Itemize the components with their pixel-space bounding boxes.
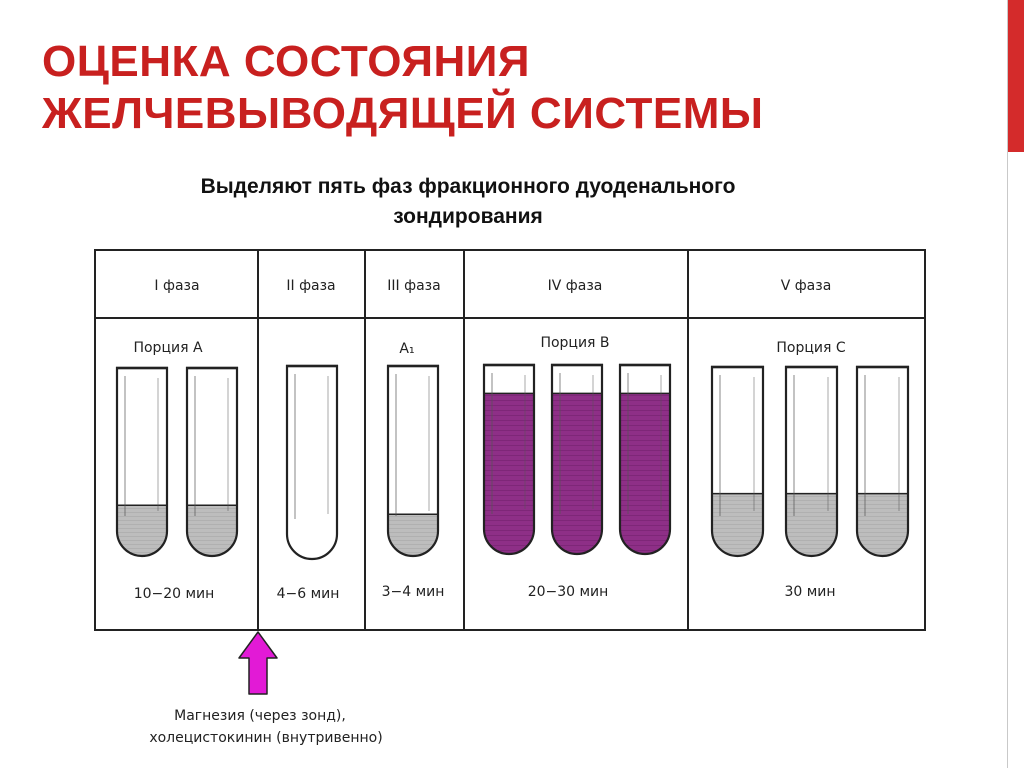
- tube-outline: [185, 366, 239, 558]
- test-tubes: [115, 363, 910, 561]
- test-tube: [386, 364, 440, 558]
- phase-1-header: I фаза: [154, 278, 199, 294]
- phase-3-portion-label: A₁: [399, 341, 414, 357]
- phase-table: [94, 249, 926, 631]
- table-border: [94, 249, 926, 631]
- test-tube: [185, 366, 239, 558]
- accent-bar-red: [1008, 0, 1024, 152]
- phase-1-portion-label: Порция A: [133, 340, 202, 356]
- phase-4-header: IV фаза: [548, 278, 603, 294]
- phase-4-portion-label: Порция B: [540, 335, 609, 351]
- tube-glass: [287, 366, 337, 559]
- tube-outline: [115, 366, 169, 558]
- test-tube: [855, 365, 910, 558]
- phase-5-portion-label: Порция C: [776, 340, 845, 356]
- subtitle-line-2: зондирования: [393, 205, 543, 228]
- tube-outline: [710, 365, 765, 558]
- subtitle-line-1: Выделяют пять фаз фракционного дуоденаль…: [200, 175, 736, 198]
- phase-4-duration: 20−30 мин: [528, 584, 609, 600]
- tube-outline: [386, 364, 440, 558]
- tube-outline: [784, 365, 839, 558]
- tube-outline: [618, 363, 672, 556]
- tube-outline: [482, 363, 536, 556]
- phase-2-header: II фаза: [286, 278, 335, 294]
- slide-title: ОЦЕНКА СОСТОЯНИЯ ЖЕЛЧЕВЫВОДЯЩЕЙ СИСТЕМЫ: [42, 36, 982, 140]
- title-line-1: ОЦЕНКА СОСТОЯНИЯ: [42, 37, 531, 86]
- test-tube: [285, 364, 339, 561]
- tube-glass: [388, 366, 438, 556]
- arrow-note-line-1: Магнезия (через зонд),: [174, 708, 346, 724]
- slide-subtitle: Выделяют пять фаз фракционного дуоденаль…: [88, 172, 848, 232]
- phase-3-header: III фаза: [387, 278, 440, 294]
- phase-2-duration: 4−6 мин: [277, 586, 340, 602]
- test-tube: [550, 363, 604, 556]
- test-tube: [618, 363, 672, 556]
- accent-bar: [1008, 0, 1024, 768]
- arrow-note-line-2: холецистокинин (внутривенно): [149, 730, 382, 746]
- test-tube: [482, 363, 536, 556]
- tube-outline: [550, 363, 604, 556]
- phase-3-duration: 3−4 мин: [382, 584, 445, 600]
- test-tube: [710, 365, 765, 558]
- arrow-up-icon: [238, 631, 278, 695]
- title-line-2: ЖЕЛЧЕВЫВОДЯЩЕЙ СИСТЕМЫ: [42, 89, 764, 138]
- test-tube: [115, 366, 169, 558]
- stimulus-arrow: [238, 631, 278, 695]
- tube-outline: [285, 364, 339, 561]
- accent-divider: [1007, 0, 1008, 768]
- phase-5-header: V фаза: [781, 278, 832, 294]
- phase-5-duration: 30 мин: [784, 584, 835, 600]
- tube-outline: [855, 365, 910, 558]
- phase-1-duration: 10−20 мин: [134, 586, 215, 602]
- test-tube: [784, 365, 839, 558]
